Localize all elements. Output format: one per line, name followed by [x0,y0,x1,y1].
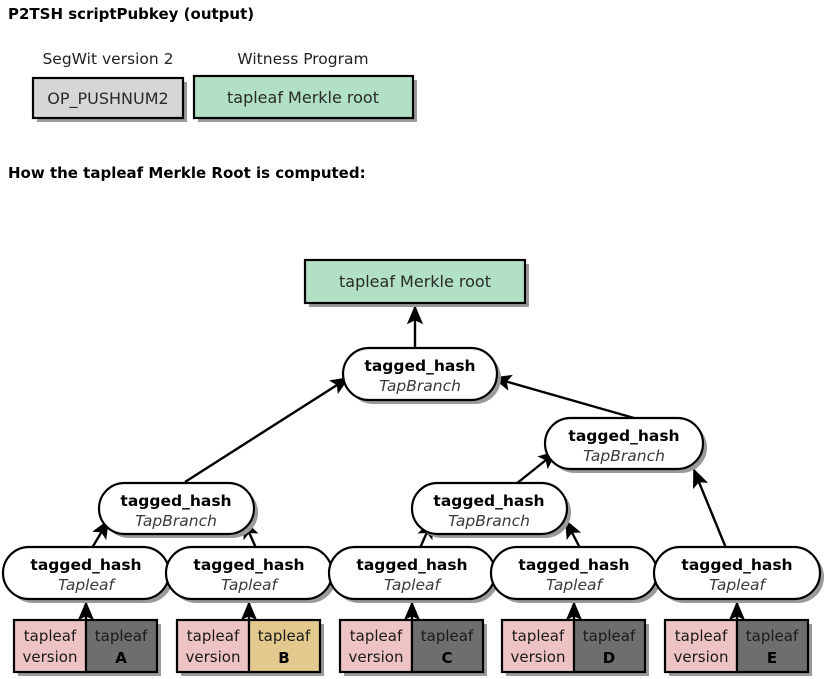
section-heading: How the tapleaf Merkle Root is computed: [8,164,366,182]
leaf-box-a-script-letter: A [115,649,127,667]
branch-right-subtitle: TapBranch [583,447,665,465]
leaf-hash-a-title: tagged_hash [30,556,141,574]
branch-root-title: tagged_hash [364,357,475,375]
leaf-box-d-script-cell [572,618,647,674]
segwit-version-caption: SegWit version 2 [42,50,173,68]
leaf-hash-a-node: tagged_hash Tapleaf [1,545,173,603]
leaf-box-c-version-line1: tapleaf [350,627,403,645]
leaf-box-c-version-cell [338,618,414,674]
leaf-box-b-version-line2: version [186,648,241,666]
leaf-hash-e-node: tagged_hash Tapleaf [652,545,824,603]
leaf-box-e-script-letter: E [767,649,777,667]
leaf-hash-c-subtitle: Tapleaf [384,576,443,594]
merkle-root-box [303,258,527,305]
branch-right-node: tagged_hash TapBranch [543,416,707,473]
edge-branchright-to-branchroot [492,374,635,420]
leaf-hash-c-node: tagged_hash Tapleaf [327,545,499,603]
leaf-box-d-version-cell [500,618,576,674]
segwit-version-value: OP_PUSHNUM2 [47,89,168,109]
leaf-box-e-version-line1: tapleaf [675,627,728,645]
leaf-hash-b-subtitle: Tapleaf [221,576,280,594]
leaf-hash-c-title: tagged_hash [356,556,467,574]
leaf-box-d-script-letter: D [603,649,615,667]
witness-program-caption: Witness Program [237,50,368,68]
branch-left-subtitle: TapBranch [135,512,217,530]
leaf-box-a: tapleaf version tapleaf A [12,618,161,676]
leaf-hash-a-subtitle: Tapleaf [58,576,117,594]
branch-root-subtitle: TapBranch [379,377,461,395]
leaf-hash-d-node: tagged_hash Tapleaf [489,545,661,603]
leaf-box-a-version-cell [12,618,88,674]
leaf-box-a-script-line1: tapleaf [95,627,148,645]
leaf-hash-b-node: tagged_hash Tapleaf [164,545,336,603]
branch-left-shape [97,481,256,536]
branch-right-title: tagged_hash [568,427,679,445]
merkle-root-box-label: tapleaf Merkle root [339,272,491,291]
witness-program-value: tapleaf Merkle root [227,88,379,107]
witness-program-box [192,74,415,120]
leaf-box-e-version-line2: version [674,648,729,666]
leaf-box-c-script-cell [410,618,485,674]
branch-root-node: tagged_hash TapBranch [341,346,501,404]
leaf-box-c-script-line1: tapleaf [421,627,474,645]
leaf-box-d: tapleaf version tapleaf D [500,618,649,676]
leaf-box-b: tapleaf version tapleaf B [175,618,324,676]
leaf-hash-e-shape [652,545,822,601]
leaf-box-a-version-line2: version [23,648,78,666]
leaf-hash-b-title: tagged_hash [193,556,304,574]
leaf-box-d-version-line2: version [511,648,566,666]
leaf-box-c: tapleaf version tapleaf C [338,618,487,676]
edge-branchleft-to-branchroot [184,376,350,484]
page-title: P2TSH scriptPubkey (output) [8,5,254,23]
leaf-box-e-script-cell [735,618,810,674]
leaf-hash-e-subtitle: Tapleaf [709,576,768,594]
leaf-box-d-script-line1: tapleaf [583,627,636,645]
leaf-box-e-script-line1: tapleaf [746,627,799,645]
leaf-hash-e-title: tagged_hash [681,556,792,574]
branch-mid-node: tagged_hash TapBranch [410,481,571,538]
branch-right-shape [543,416,705,471]
leaf-box-b-script-letter: B [278,649,289,667]
leaf-hash-d-subtitle: Tapleaf [546,576,605,594]
branch-mid-subtitle: TapBranch [448,512,530,530]
leaf-box-b-version-cell [175,618,251,674]
leaf-box-b-script-line1: tapleaf [258,627,311,645]
leaf-box-b-version-line1: tapleaf [187,627,240,645]
edge-leafd-to-branchmid [564,519,582,549]
branch-mid-shape [410,481,569,536]
branch-left-node: tagged_hash TapBranch [97,481,258,538]
leaf-box-c-version-line2: version [349,648,404,666]
branch-mid-title: tagged_hash [433,492,544,510]
branch-root-shape [341,346,499,402]
segwit-version-box [31,76,185,120]
leaf-box-a-script-cell [84,618,159,674]
leaf-box-e: tapleaf version tapleaf E [663,618,812,676]
leaf-box-a-version-line1: tapleaf [24,627,77,645]
leaf-hash-d-title: tagged_hash [518,556,629,574]
branch-left-title: tagged_hash [120,492,231,510]
leaf-box-d-version-line1: tapleaf [512,627,565,645]
edge-leafe-to-branchright [692,468,728,549]
leaf-box-c-script-letter: C [441,649,452,667]
leaf-box-e-version-cell [663,618,739,674]
leaf-box-b-script-cell [247,618,322,674]
